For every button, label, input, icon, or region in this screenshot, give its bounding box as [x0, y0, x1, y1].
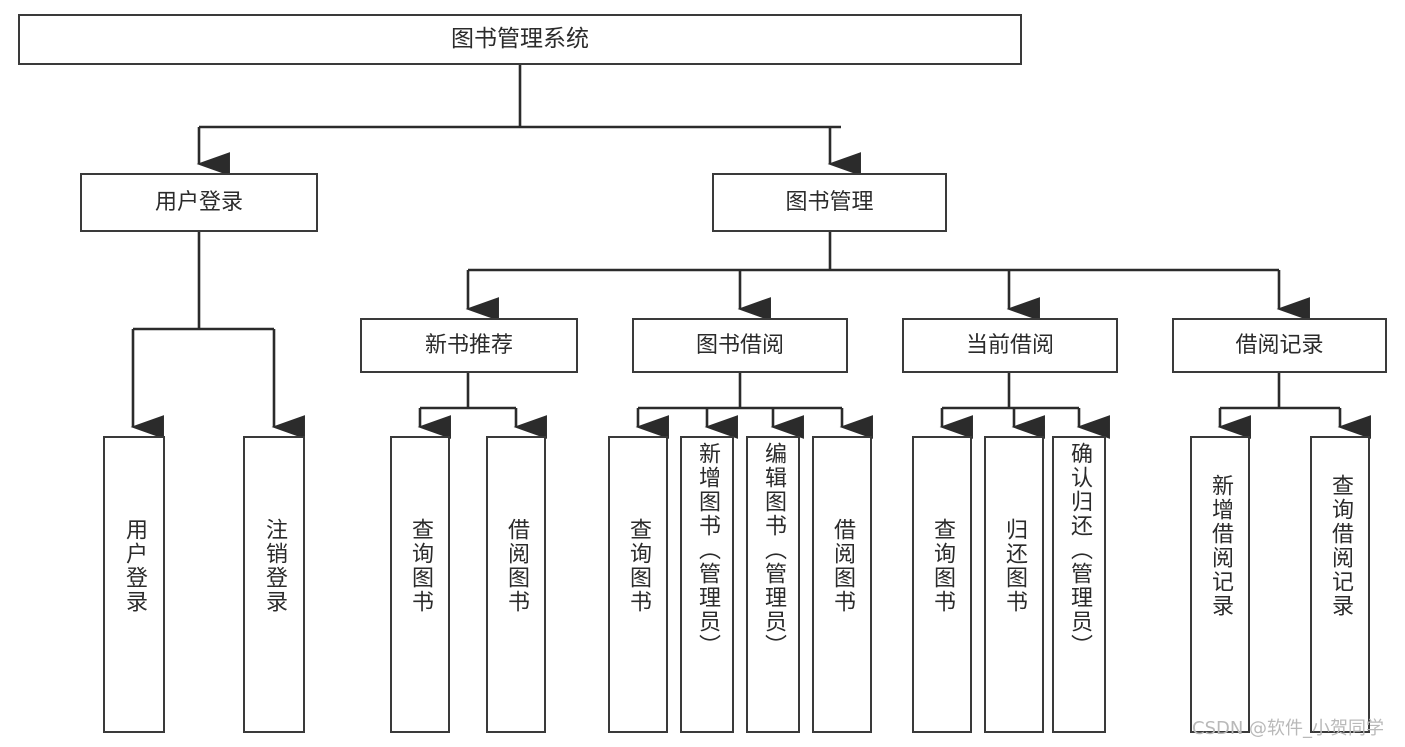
- leaf-user-login[interactable]: 用户登录: [103, 436, 165, 733]
- node-label: 图书管理系统: [451, 25, 589, 52]
- leaf-label: 借阅图书: [504, 518, 529, 614]
- leaf-label: 新增借阅记录: [1208, 474, 1233, 618]
- leaf-edit-book-admin[interactable]: 编辑图书（管理员）: [746, 436, 800, 733]
- node-label: 用户登录: [154, 189, 243, 215]
- leaf-label: 新增图书（管理员）: [695, 442, 720, 658]
- leaf-label: 确认归还（管理员）: [1067, 442, 1092, 658]
- node-label: 图书借阅: [695, 332, 784, 358]
- leaf-query-book-bb[interactable]: 查询图书: [608, 436, 668, 733]
- leaf-query-borrowing-record[interactable]: 查询借阅记录: [1310, 436, 1370, 733]
- leaf-label: 查询借阅记录: [1328, 474, 1353, 618]
- leaf-add-book-admin[interactable]: 新增图书（管理员）: [680, 436, 734, 733]
- node-label: 当前借阅: [965, 332, 1054, 358]
- node-book-management[interactable]: 图书管理: [712, 173, 947, 232]
- node-book-borrowing[interactable]: 图书借阅: [632, 318, 848, 373]
- leaf-label: 用户登录: [122, 518, 147, 614]
- leaf-label: 归还图书: [1002, 518, 1027, 614]
- node-new-book-recommendation[interactable]: 新书推荐: [360, 318, 578, 373]
- leaf-query-book-cb[interactable]: 查询图书: [912, 436, 972, 733]
- node-current-borrowing[interactable]: 当前借阅: [902, 318, 1118, 373]
- leaf-label: 编辑图书（管理员）: [761, 442, 786, 658]
- leaf-return-book[interactable]: 归还图书: [984, 436, 1044, 733]
- node-label: 新书推荐: [424, 332, 513, 358]
- leaf-label: 查询图书: [408, 518, 433, 614]
- node-borrowing-record[interactable]: 借阅记录: [1172, 318, 1387, 373]
- leaf-query-book-nbr[interactable]: 查询图书: [390, 436, 450, 733]
- leaf-borrow-book-bb[interactable]: 借阅图书: [812, 436, 872, 733]
- leaf-logout[interactable]: 注销登录: [243, 436, 305, 733]
- node-label: 借阅记录: [1235, 332, 1324, 358]
- leaf-borrow-book-nbr[interactable]: 借阅图书: [486, 436, 546, 733]
- node-user-login[interactable]: 用户登录: [80, 173, 318, 232]
- leaf-label: 借阅图书: [830, 518, 855, 614]
- leaf-label: 查询图书: [930, 518, 955, 614]
- leaf-confirm-return-admin[interactable]: 确认归还（管理员）: [1052, 436, 1106, 733]
- node-book-management-system[interactable]: 图书管理系统: [18, 14, 1022, 65]
- node-label: 图书管理: [785, 189, 874, 215]
- leaf-label: 注销登录: [262, 518, 287, 614]
- leaf-add-borrowing-record[interactable]: 新增借阅记录: [1190, 436, 1250, 733]
- leaf-label: 查询图书: [626, 518, 651, 614]
